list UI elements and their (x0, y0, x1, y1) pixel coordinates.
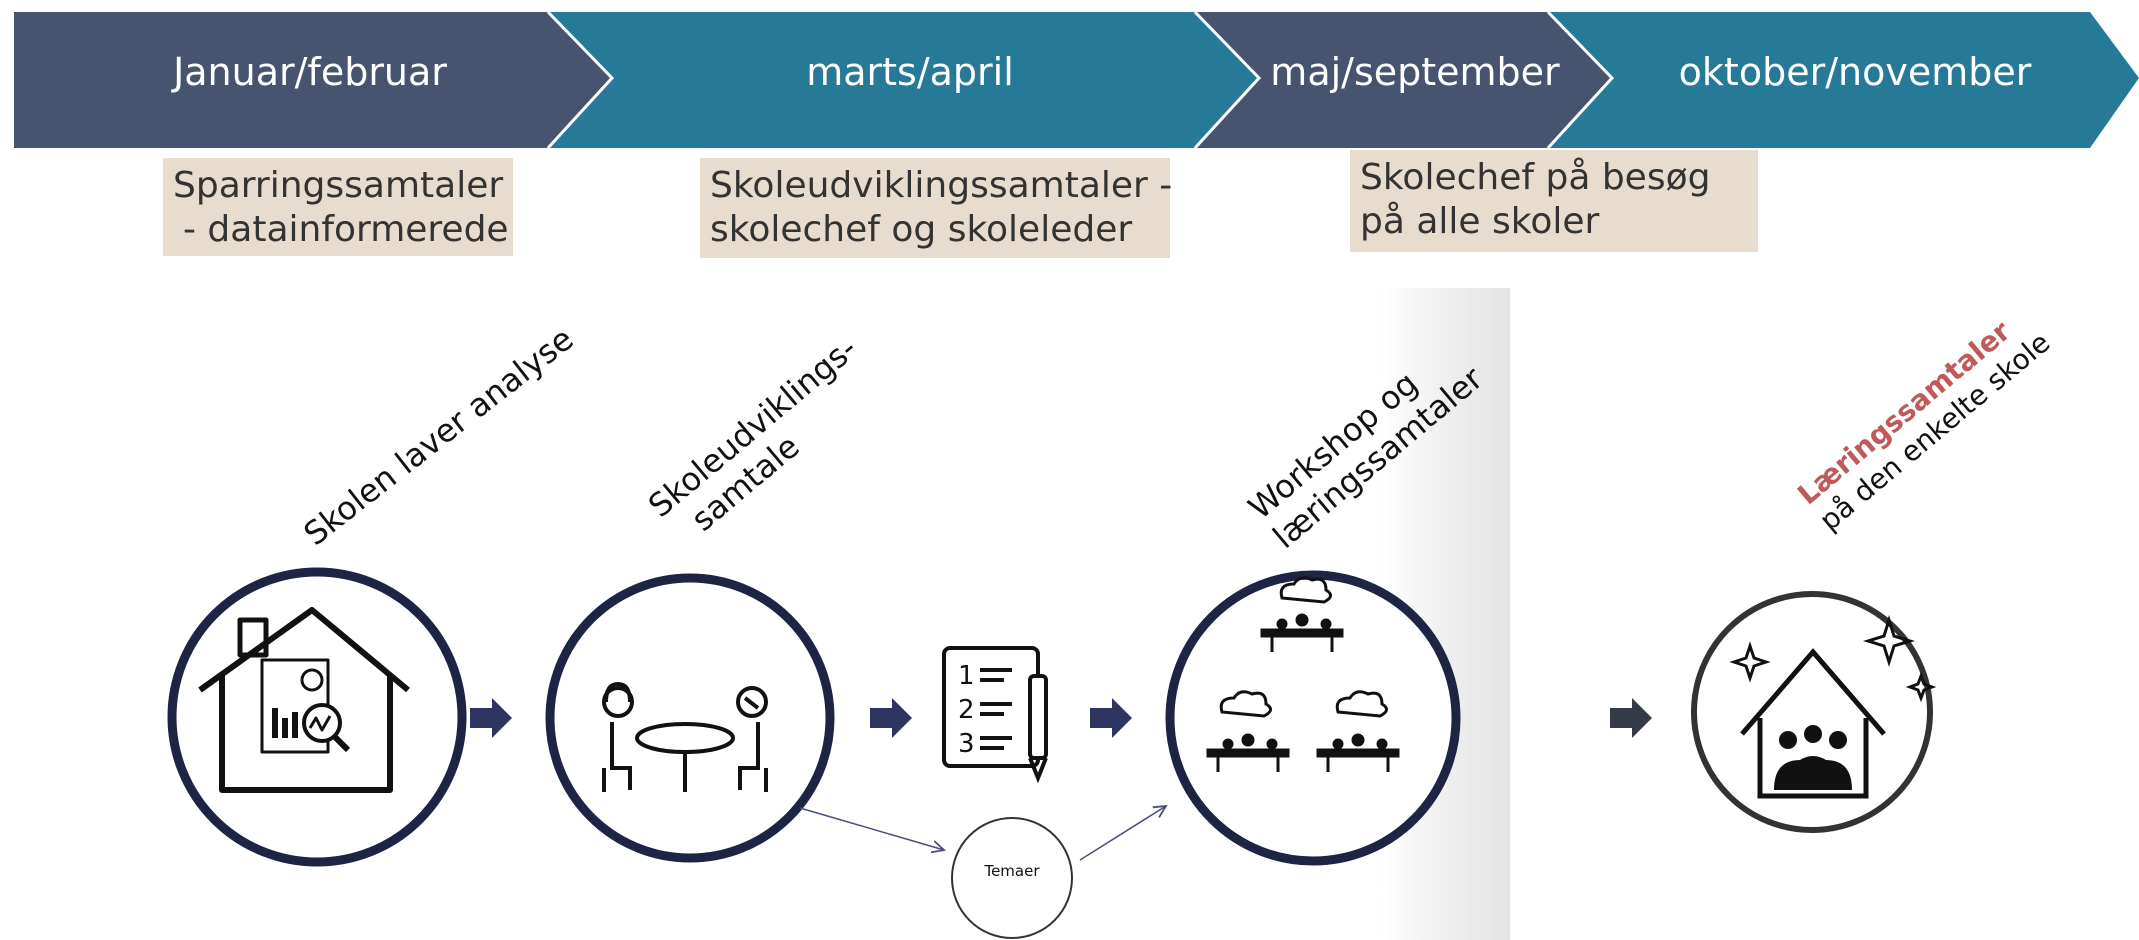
arrow-1 (470, 698, 512, 738)
note-skoleudvikling: Skoleudviklingssamtaler - skolechef og s… (700, 158, 1173, 258)
workshop-groups-icon (1206, 576, 1400, 772)
svg-text:2: 2 (958, 695, 975, 725)
timeline-bar (14, 10, 2139, 150)
phase-1-chevron (14, 12, 612, 148)
svg-text:1: 1 (958, 661, 975, 691)
phase-3-label: maj/september (1270, 50, 1560, 94)
svg-text:3: 3 (958, 729, 975, 759)
thin-arrow-to-themes (799, 807, 944, 850)
phase-2-chevron (548, 12, 1259, 148)
note-skoleudvikling-line-1: Skoleudviklingssamtaler - (710, 165, 1173, 206)
phase-2-label: marts/april (806, 50, 1014, 94)
themes-circle (951, 817, 1073, 939)
phase-4-chevron (1548, 12, 2139, 148)
arrow-4 (1610, 698, 1652, 738)
flow-arrows (470, 698, 1652, 738)
phase-3-chevron (1195, 12, 1612, 148)
two-people-table-icon (602, 681, 768, 792)
note-sparring-line-2: - datainformerede (183, 209, 509, 250)
note-sparring: Sparringssamtaler - datainformerede (163, 158, 513, 256)
note-skolechef-line-2: på alle skoler (1360, 201, 1600, 242)
themes-label: Temaer (984, 862, 1040, 880)
step-development-talk-circle (545, 573, 835, 863)
note-skolechef-line-1: Skolechef på besøg (1360, 157, 1711, 198)
numbered-list-pen-icon: 1 2 3 (942, 646, 1048, 784)
arrow-2 (870, 698, 912, 738)
house-analysis-icon (198, 607, 410, 793)
thin-arrow-from-themes (1079, 806, 1166, 861)
step-workshop-circle (1165, 570, 1461, 866)
phase-1-label: Januar/februar (173, 50, 447, 94)
step-learning-talk-circle (1691, 591, 1937, 833)
note-sparring-line-1: Sparringssamtaler (173, 165, 504, 206)
arrow-3 (1090, 698, 1132, 738)
note-skoleudvikling-line-2: skolechef og skoleleder (710, 209, 1133, 250)
note-skolechef: Skolechef på besøg på alle skoler (1350, 150, 1758, 252)
house-meeting-icon (1729, 614, 1937, 799)
phase-4-label: oktober/november (1678, 50, 2032, 94)
step-analysis-circle (167, 567, 467, 867)
